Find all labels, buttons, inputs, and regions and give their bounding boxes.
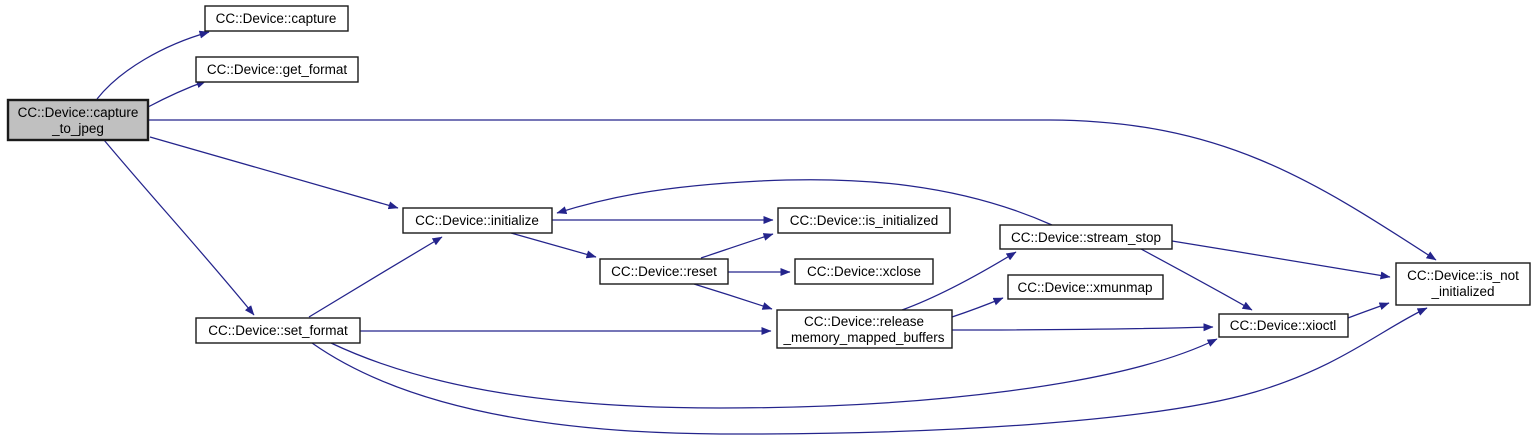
node-label: CC::Device::capture bbox=[18, 105, 139, 120]
node-cc-device-stream-stop[interactable]: CC::Device::stream_stop bbox=[999, 224, 1173, 250]
edge-stream_stop-xioctl bbox=[1140, 248, 1253, 311]
node-cc-device-capture-to-jpeg: CC::Device::capture _to_jpeg bbox=[6, 98, 150, 142]
node-cc-device-initialize[interactable]: CC::Device::initialize bbox=[402, 207, 553, 234]
edge-capture_to_jpeg-capture bbox=[96, 30, 210, 100]
edge-initialize-reset bbox=[510, 232, 597, 259]
node-label: CC::Device::xioctl bbox=[1230, 318, 1337, 333]
edge-set_format-xioctl bbox=[330, 338, 1218, 409]
node-label: CC::Device::set_format bbox=[208, 323, 348, 338]
node-label: _memory_mapped_buffers bbox=[782, 330, 944, 345]
edge-stream_stop-initialize bbox=[556, 179, 1053, 226]
node-label: CC::Device::xmunmap bbox=[1017, 280, 1152, 295]
node-label: CC::Device::capture bbox=[216, 11, 337, 26]
edge-stream_stop-is_not_initialized bbox=[1171, 240, 1391, 280]
edge-release_memory_mapped_buffers-xmunmap bbox=[951, 297, 1004, 318]
node-cc-device-capture[interactable]: CC::Device::capture bbox=[204, 5, 349, 32]
node-label: CC::Device::is_not bbox=[1407, 268, 1519, 283]
node-cc-device-get-format[interactable]: CC::Device::get_format bbox=[195, 56, 359, 83]
node-label: CC::Device::reset bbox=[611, 264, 717, 279]
edge-set_format-initialize bbox=[308, 236, 443, 318]
edge-reset-release_memory_mapped_buffers bbox=[693, 283, 773, 310]
node-label: _initialized bbox=[1430, 284, 1494, 299]
node-cc-device-is-initialized[interactable]: CC::Device::is_initialized bbox=[777, 207, 951, 234]
edge-capture_to_jpeg-get_format bbox=[147, 80, 207, 108]
edge-capture_to_jpeg-set_format bbox=[103, 139, 255, 316]
edge-reset-is_initialized bbox=[700, 233, 774, 259]
node-label: CC::Device::initialize bbox=[415, 213, 539, 228]
edge-release_memory_mapped_buffers-stream_stop bbox=[901, 251, 1017, 311]
edge-capture_to_jpeg-is_not_initialized bbox=[148, 119, 1437, 261]
node-label: CC::Device::get_format bbox=[207, 62, 348, 77]
node-label: CC::Device::release bbox=[804, 314, 924, 329]
node-cc-device-set-format[interactable]: CC::Device::set_format bbox=[195, 317, 361, 344]
node-label: CC::Device::is_initialized bbox=[790, 213, 939, 228]
node-cc-device-is-not-initialized[interactable]: CC::Device::is_not _initialized bbox=[1395, 262, 1531, 306]
node-label: _to_jpeg bbox=[51, 121, 104, 136]
edge-release_memory_mapped_buffers-xioctl bbox=[951, 323, 1214, 332]
node-label: CC::Device::xclose bbox=[807, 264, 921, 279]
edge-xioctl-is_not_initialized bbox=[1347, 302, 1390, 319]
node-cc-device-xclose[interactable]: CC::Device::xclose bbox=[794, 258, 934, 285]
node-cc-device-xioctl[interactable]: CC::Device::xioctl bbox=[1218, 313, 1349, 338]
node-label: CC::Device::stream_stop bbox=[1011, 230, 1161, 245]
edge-capture_to_jpeg-initialize bbox=[149, 136, 399, 210]
node-cc-device-release-memory-mapped-buffers[interactable]: CC::Device::release _memory_mapped_buffe… bbox=[776, 309, 953, 349]
edge-set_format-is_not_initialized bbox=[311, 307, 1428, 435]
node-cc-device-xmunmap[interactable]: CC::Device::xmunmap bbox=[1007, 274, 1164, 300]
node-cc-device-reset[interactable]: CC::Device::reset bbox=[599, 258, 729, 285]
